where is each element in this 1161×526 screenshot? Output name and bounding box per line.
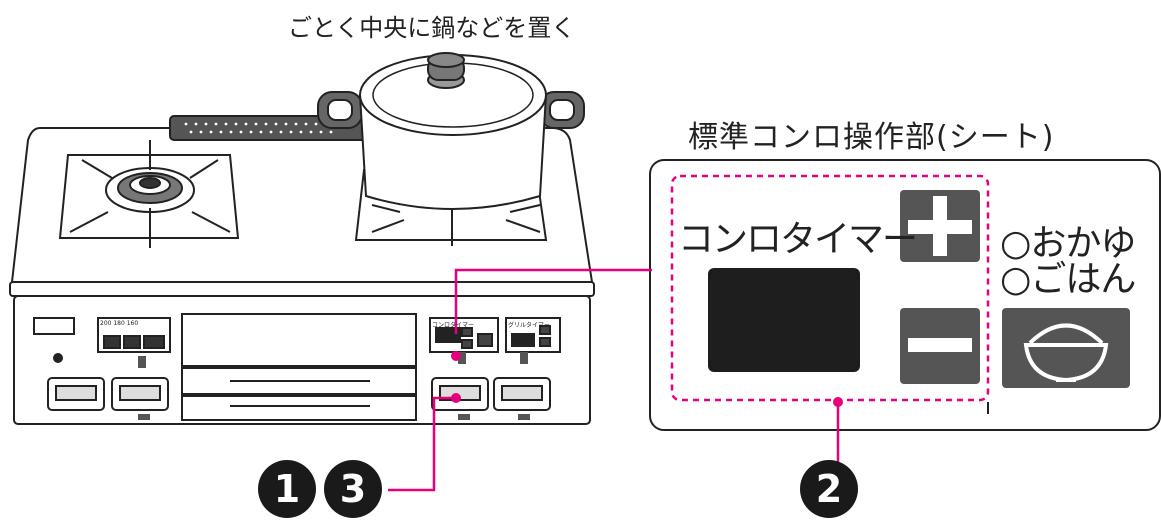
option-gohan: ○ごはん: [1000, 259, 1136, 300]
panel-title: 標準コンロ操作部(シート): [688, 120, 1055, 155]
timer-display: [708, 268, 860, 372]
enlarged-panel: [649, 159, 1161, 431]
callout-badge-1: 1: [258, 460, 316, 518]
mini-left-label: 200 180 160: [100, 320, 139, 327]
callout-badge-3: 3: [324, 460, 382, 518]
gas-stove: [9, 52, 595, 425]
stove-front-panel: [33, 313, 561, 421]
option-okayu: ○おかゆ: [1000, 223, 1136, 264]
rice-button[interactable]: [1002, 308, 1130, 388]
cooktop-front-edge: [9, 281, 595, 297]
callout-markers: [451, 351, 843, 407]
cooking-pot: [317, 52, 585, 210]
callout-lines: [388, 268, 840, 492]
vent-holes: [184, 122, 333, 134]
rice-bowl-icon: [1023, 323, 1109, 383]
top-caption: ごとく中央に鍋などを置く: [288, 14, 576, 42]
left-burner: [58, 140, 240, 248]
callout-badge-2: 2: [800, 460, 858, 518]
center-oven-door: [181, 313, 417, 367]
timer-label: コンロタイマー: [678, 219, 918, 260]
panel-dashed-highlight: [670, 174, 990, 402]
mini-center-label: コンロタイマー: [432, 322, 475, 329]
mini-grill-label: グリルタイマー: [508, 322, 551, 329]
